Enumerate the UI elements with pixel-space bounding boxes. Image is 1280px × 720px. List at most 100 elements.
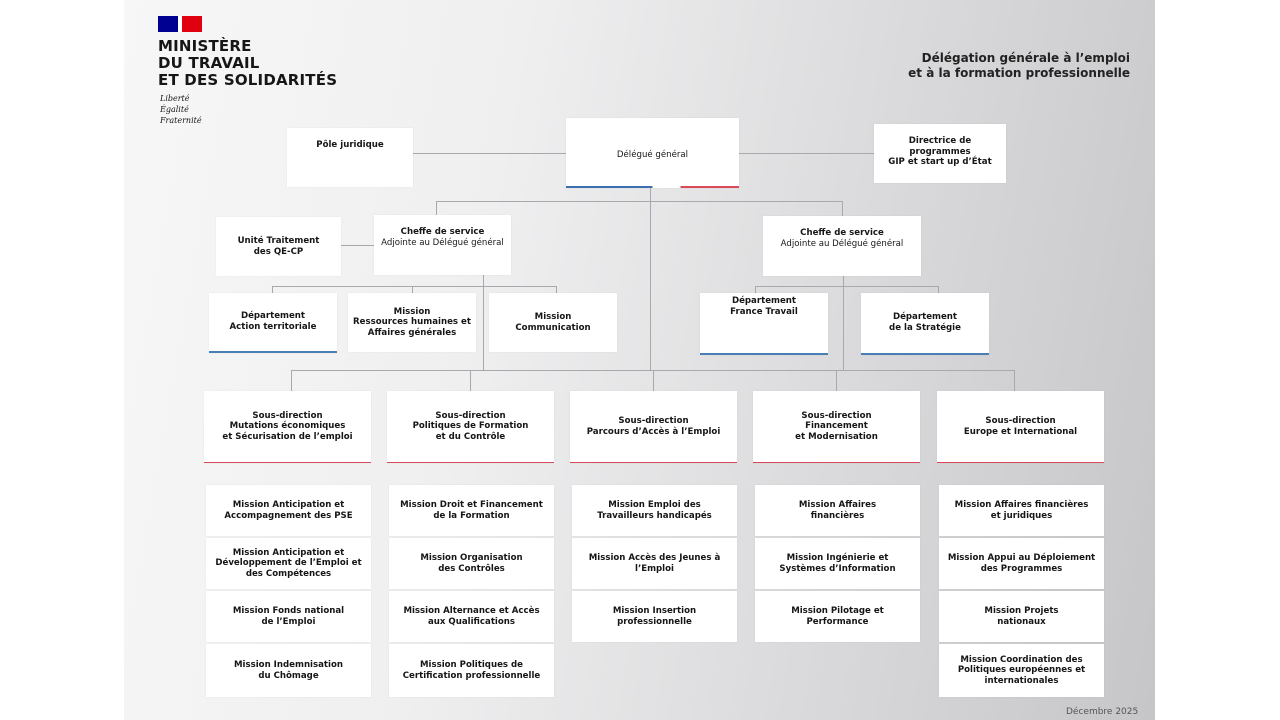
date-label: Décembre 2025 bbox=[1066, 707, 1139, 717]
connector-line bbox=[653, 370, 654, 391]
motto-line: Égalité bbox=[160, 105, 189, 114]
box-line: Affaires générales bbox=[367, 327, 457, 338]
box-line: Mission Alternance et Accès bbox=[403, 605, 540, 616]
title-line: et à la formation professionnelle bbox=[908, 66, 1130, 80]
box-subtitle: Adjointe au Délégué général bbox=[381, 237, 504, 248]
box-line: Mission Ingénierie et bbox=[786, 552, 889, 563]
box-line: Développement de l’Emploi et bbox=[215, 558, 362, 569]
connector-line bbox=[755, 286, 756, 293]
connector-line bbox=[272, 286, 273, 293]
connector-line bbox=[413, 153, 566, 154]
box-line: Sous-direction bbox=[618, 415, 689, 426]
connector-line bbox=[1014, 370, 1015, 391]
connector-line bbox=[650, 188, 651, 370]
box-line: Travailleurs handicapés bbox=[597, 510, 712, 521]
page-title: Délégation générale à l’emploi et à la f… bbox=[908, 51, 1130, 81]
box-line: Unité Traitement bbox=[237, 235, 320, 246]
box-line: Département bbox=[240, 311, 306, 322]
box-line: Mission Fonds national bbox=[232, 605, 345, 616]
box-title: Cheffe de service bbox=[400, 227, 485, 237]
pole-juridique-box[interactable]: Pôle juridique bbox=[287, 128, 413, 187]
box-line: Politiques de Formation bbox=[412, 421, 529, 432]
marianne-flag-logo bbox=[158, 16, 202, 32]
box-line: Accompagnement des PSE bbox=[224, 510, 353, 521]
box-line: Financement bbox=[805, 421, 868, 432]
box-line: GIP et start up d’État bbox=[888, 157, 992, 168]
motto: Liberté Égalité Fraternité bbox=[160, 93, 202, 126]
connector-line bbox=[755, 286, 938, 287]
box-line: Mission Coordination des bbox=[960, 654, 1083, 665]
box-line: Mission Projets bbox=[984, 605, 1059, 616]
box-line: Parcours d’Accès à l’Emploi bbox=[586, 426, 721, 437]
box-line: de la Stratégie bbox=[889, 323, 961, 333]
box-line: Département bbox=[892, 312, 958, 323]
box-line: Ressources humaines et bbox=[353, 317, 471, 328]
box-line: de la Formation bbox=[433, 510, 510, 521]
box-line: et Modernisation bbox=[795, 431, 878, 442]
ministry-name: MINISTÈRE DU TRAVAIL ET DES SOLIDARITÉS bbox=[158, 38, 337, 89]
box-line: des QE-CP bbox=[253, 246, 304, 257]
box-line: Mission Indemnisation bbox=[234, 659, 343, 670]
box-line: professionnelle bbox=[617, 616, 692, 627]
box-line: aux Qualifications bbox=[427, 616, 516, 627]
title-line: Délégation générale à l’emploi bbox=[921, 51, 1130, 65]
delegue-general-box[interactable]: Délégué général bbox=[566, 118, 739, 188]
connector-line bbox=[739, 153, 874, 154]
connector-line bbox=[291, 370, 292, 391]
box-line: Performance bbox=[806, 616, 869, 627]
box-title: Cheffe de service bbox=[800, 228, 884, 238]
ministry-line: MINISTÈRE bbox=[158, 37, 252, 55]
box-line: Sous-direction bbox=[435, 410, 506, 421]
box-line: Mission Organisation bbox=[420, 552, 523, 563]
box-line: et juridiques bbox=[990, 510, 1053, 521]
box-line: Mission Pilotage et bbox=[791, 605, 884, 616]
box-line: nationaux bbox=[997, 616, 1046, 627]
box-line: Mission Anticipation et bbox=[232, 499, 345, 510]
